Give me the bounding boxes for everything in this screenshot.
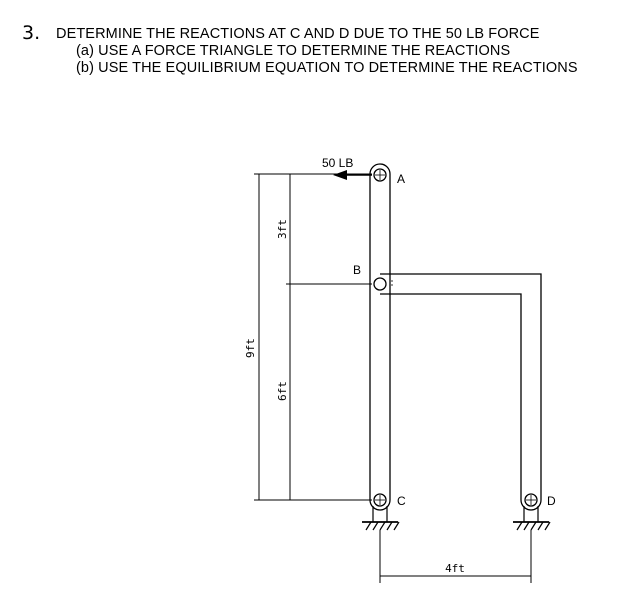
label-c: C [397, 494, 406, 508]
member-bd [380, 273, 542, 511]
dim-9ft-label: 9ft [244, 338, 257, 358]
label-d: D [547, 494, 556, 508]
force-label: 50 LB [322, 156, 353, 170]
pin-c [373, 493, 387, 507]
support-d [513, 506, 551, 531]
part-a-text: (a) USE A FORCE TRIANGLE TO DETERMINE TH… [76, 43, 511, 59]
dim-6ft-label: 6ft [276, 381, 289, 401]
dim-4ft-label: 4ft [445, 562, 465, 575]
label-a: A [397, 172, 405, 186]
pin-d [524, 493, 538, 507]
pin-b [373, 277, 387, 291]
force-arrow [333, 170, 372, 180]
problem-text: DETERMINE THE REACTIONS AT C AND D DUE T… [56, 26, 540, 42]
member-ac [369, 163, 391, 511]
pin-a [373, 168, 387, 182]
label-b: B [353, 263, 361, 277]
support-c [362, 506, 400, 531]
problem-number: 3. [22, 22, 41, 44]
part-b-text: (b) USE THE EQUILIBRIUM EQUATION TO DETE… [76, 60, 578, 76]
dim-3ft-label: 3ft [276, 219, 289, 239]
